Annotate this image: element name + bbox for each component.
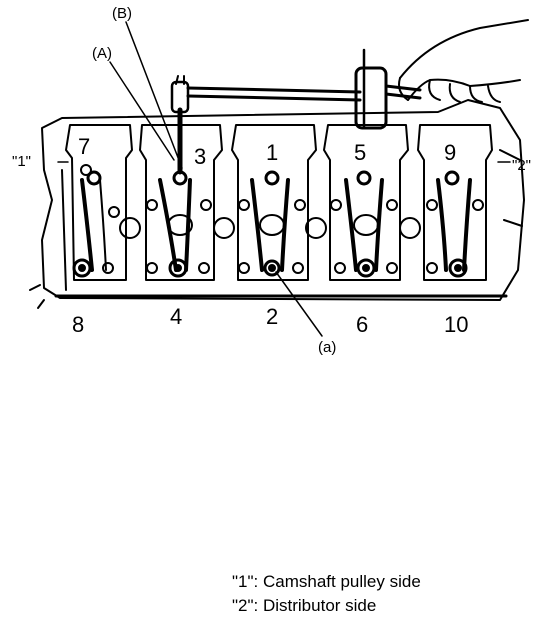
rocker-arm-assemblies xyxy=(65,124,493,281)
legend-side-2: "2": Distributor side xyxy=(232,596,377,615)
bolt-number-8: 8 xyxy=(72,312,85,337)
callout-bolt-a-label: (a) xyxy=(318,339,337,356)
bolt-number-7: 7 xyxy=(78,134,91,159)
lower-bolt-heads xyxy=(72,258,468,278)
bolt-number-4: 4 xyxy=(170,304,183,329)
hand-illustration xyxy=(398,19,529,103)
callout-a-label: (A) xyxy=(92,45,112,62)
side-1-marker: "1" xyxy=(12,153,31,170)
cylinder-head-body xyxy=(29,99,525,309)
bolt-number-3: 3 xyxy=(194,144,207,169)
bolt-number-1: 1 xyxy=(266,140,279,165)
bolt-number-10: 10 xyxy=(444,312,469,337)
bolt-number-5: 5 xyxy=(354,140,367,165)
callout-b-label: (B) xyxy=(112,5,132,22)
bolt-number-9: 9 xyxy=(444,140,457,165)
upper-bolt-heads xyxy=(86,170,460,186)
side-2-marker: "2" xyxy=(512,157,531,174)
torque-wrench xyxy=(170,48,422,175)
bolt-number-2: 2 xyxy=(266,304,279,329)
bolt-number-6: 6 xyxy=(356,312,369,337)
legend-side-1: "1": Camshaft pulley side xyxy=(232,572,421,591)
leader-lines xyxy=(57,21,511,337)
